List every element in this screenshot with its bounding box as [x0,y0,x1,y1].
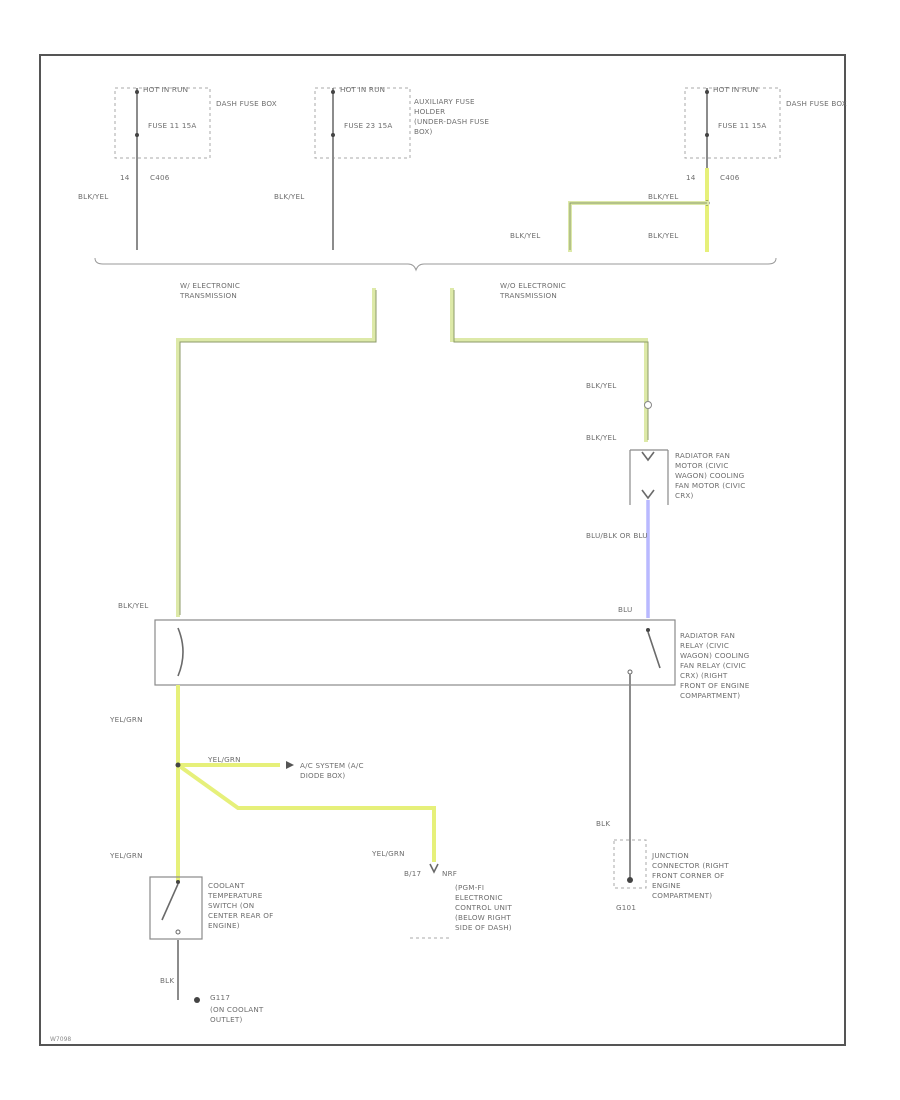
fuse-mid-wire: BLK/YEL [274,192,304,201]
pgm-connector: NRF [442,869,457,878]
fuse-left-group: HOT IN RUN FUSE 11 15A DASH FUSE BOX 14 … [78,85,277,250]
fuse-left-box: DASH FUSE BOX [216,99,277,108]
fuse-right-wire-b: BLK/YEL [510,231,540,240]
pgm-pin: B/17 [404,869,421,878]
fuse-right-pin: 14 [686,173,696,182]
diagram-frame [39,54,846,1046]
left-branch-wire [176,288,377,617]
fan-motor-wire-bottom: BLU/BLK OR BLU [586,531,648,540]
fuse-right-group: HOT IN RUN FUSE 11 15A DASH FUSE BOX 14 … [510,85,847,252]
fuse-left-connector: C406 [150,173,170,182]
fuse-right-wire-c: BLK/YEL [648,231,678,240]
relay-wire-right: BLU [618,605,632,614]
junction-wire: BLK [596,819,610,828]
fuse-right-hot-label: HOT IN RUN [713,85,758,94]
fuse-left-pin: 14 [120,173,130,182]
fuse-right-connector: C406 [720,173,740,182]
fan-motor-wire-top2: BLK/YEL [586,433,616,442]
fuse-mid-hot-label: HOT IN RUN [340,85,385,94]
relay-wire-left: BLK/YEL [118,601,148,610]
right-branch-wire [450,288,649,442]
ac-wire-branch: YEL/GRN [207,755,241,764]
ac-wire-main: YEL/GRN [109,715,143,724]
fuse-left-hot-label: HOT IN RUN [143,85,188,94]
fuse-left-fuse: FUSE 11 15A [148,121,196,130]
fuse-left-wire: BLK/YEL [78,192,108,201]
footer-code: W7098 [50,1036,71,1043]
fuse-mid-fuse: FUSE 23 15A [344,121,392,130]
junction-ground: G101 [616,903,636,912]
fuse-right-wire-a: BLK/YEL [648,192,678,201]
coolant-ground: G117 [210,993,230,1002]
pgm-wire: YEL/GRN [371,849,405,858]
fan-motor-wire-top: BLK/YEL [586,381,616,390]
coolant-wire-top: YEL/GRN [109,851,143,860]
fuse-right-fuse: FUSE 11 15A [718,121,766,130]
coolant-wire-bottom: BLK [160,976,174,985]
fuse-right-box: DASH FUSE BOX [786,99,847,108]
